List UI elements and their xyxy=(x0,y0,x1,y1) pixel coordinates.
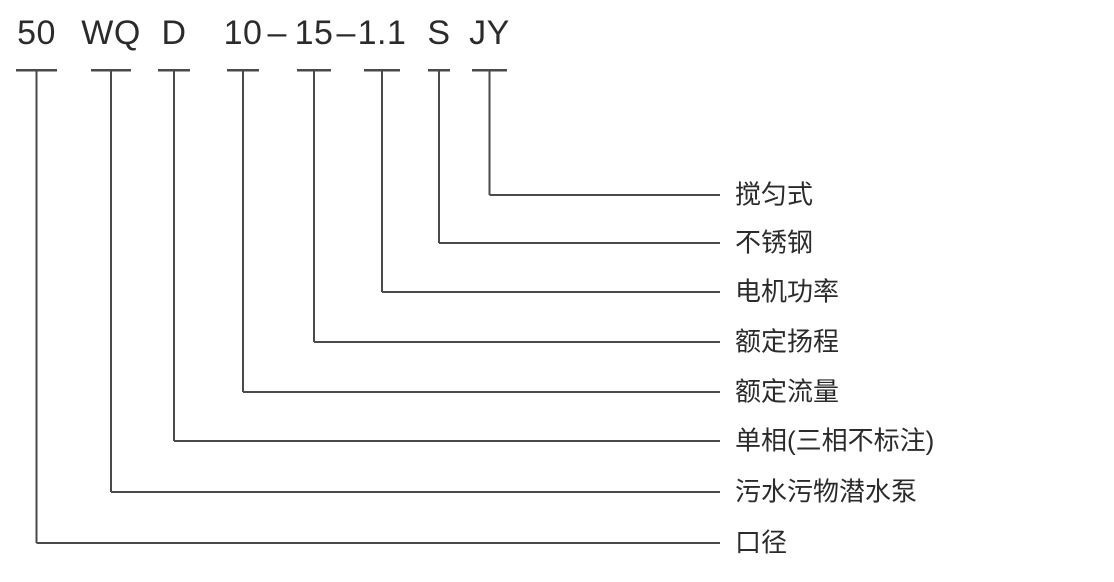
meaning-label-jy: 搅匀式 xyxy=(735,179,814,210)
code-segment-jy: JY xyxy=(469,14,510,52)
code-segment-d: D xyxy=(161,14,187,52)
meaning-label-1-1: 电机功率 xyxy=(735,276,840,307)
meaning-label-s: 不锈钢 xyxy=(735,227,814,258)
meaning-label-50: 口径 xyxy=(735,527,788,558)
code-dash-separator: – xyxy=(267,14,287,52)
meaning-label-15: 额定扬程 xyxy=(735,326,840,357)
code-segment-15: 15 xyxy=(294,14,334,52)
code-segment-wq: WQ xyxy=(81,14,141,52)
code-segment-s: S xyxy=(427,14,451,52)
meaning-label-wq: 污水污物潜水泵 xyxy=(735,476,918,507)
code-segment-50: 50 xyxy=(17,14,56,52)
meaning-label-10: 额定流量 xyxy=(735,376,840,407)
code-segment-10: 10 xyxy=(223,14,263,52)
code-dash-separator: – xyxy=(336,14,356,52)
code-segment-1-1: 1.1 xyxy=(357,14,407,52)
meaning-label-d: 单相(三相不标注) xyxy=(735,425,935,456)
